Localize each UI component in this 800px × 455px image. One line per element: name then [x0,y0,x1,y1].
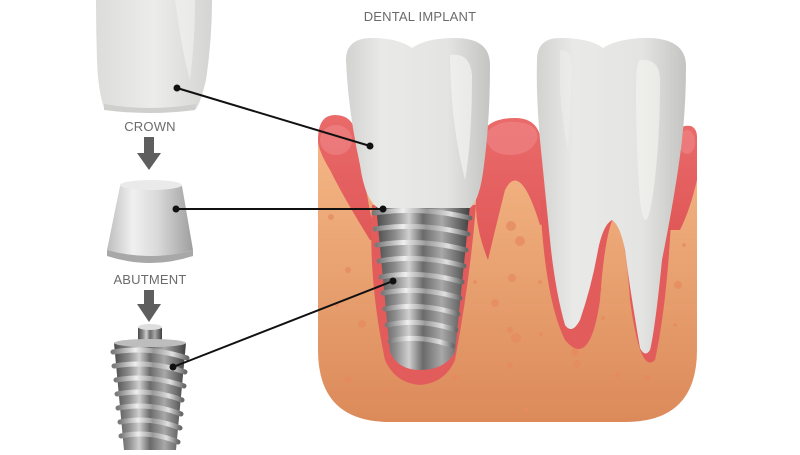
implant-screw-in-jaw [371,205,473,370]
implant-crown-in-jaw [346,38,490,208]
abutment-label: ABUTMENT [113,272,187,287]
screw-threads [110,347,190,445]
implant-screw-component [110,324,190,450]
screw-threads [371,207,473,349]
arrow-down-icon [137,137,161,170]
crown-callout-line [176,87,371,147]
arrow-down-icon [137,290,161,322]
diagram-title: DENTAL IMPLANT [363,9,477,24]
callout-lines [169,84,397,371]
crown-label: CROWN [124,119,176,134]
abutment-component [107,180,193,263]
crown-component [96,0,212,113]
implant-callout-line [172,280,394,368]
natural-tooth [536,37,686,354]
